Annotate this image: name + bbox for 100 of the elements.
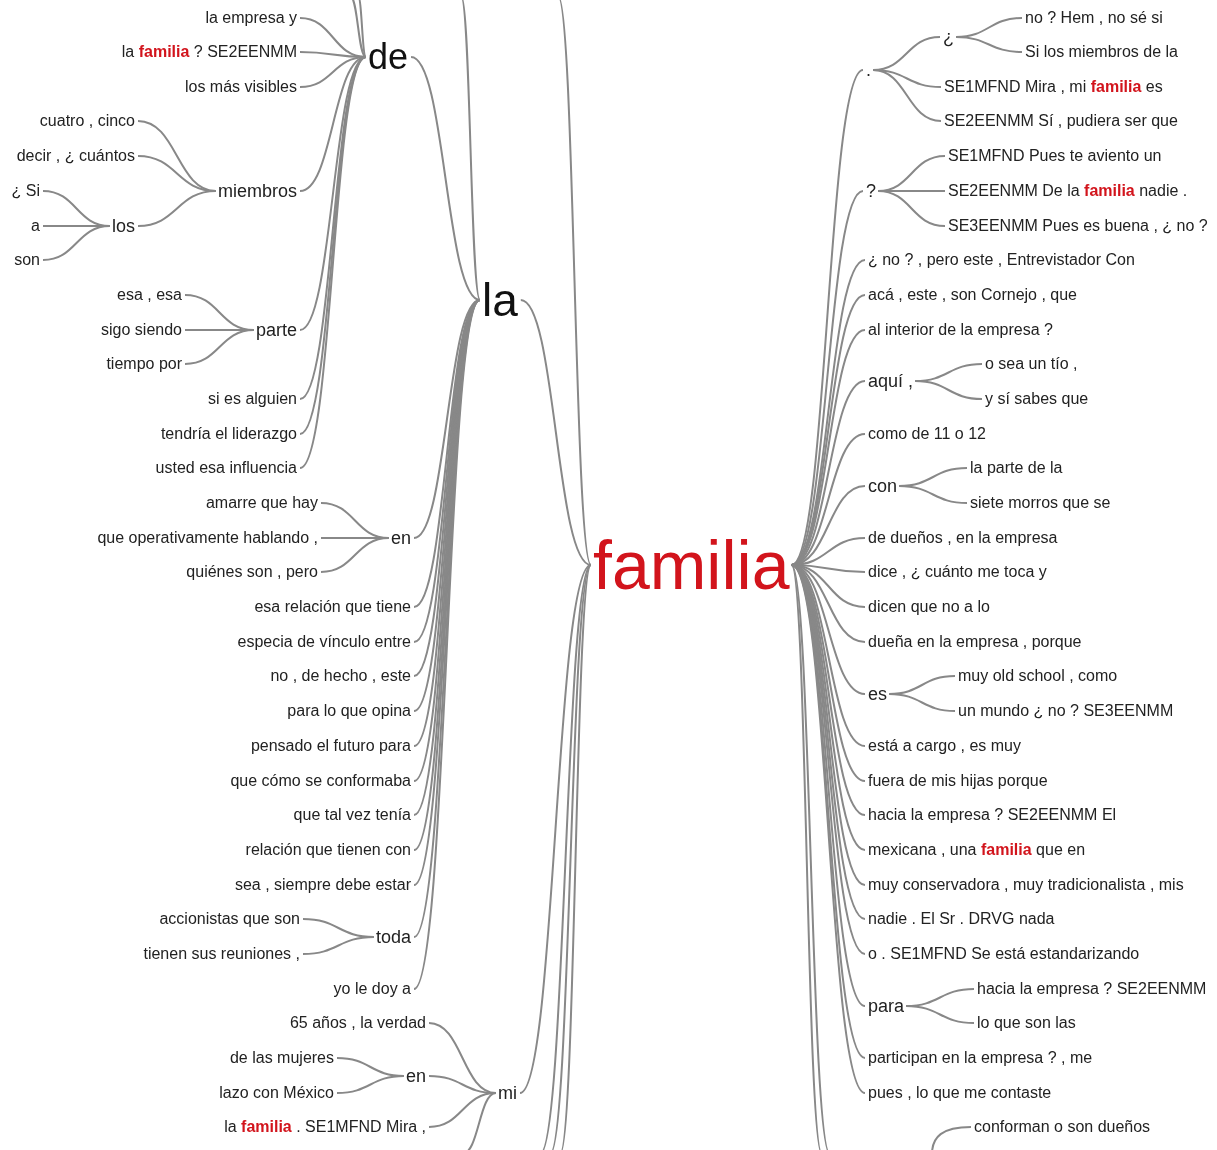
phrase-text: quiénes son , pero xyxy=(186,562,318,582)
phrase-text: si es alguien xyxy=(208,389,297,409)
phrase-text: especia de vínculo entre xyxy=(237,632,411,652)
branch-line xyxy=(877,190,946,227)
branch-line xyxy=(549,564,592,1150)
phrase-text: relación que tienen con xyxy=(245,840,411,860)
phrase-text: SE2EENMM De la familia nadie . xyxy=(948,181,1188,201)
branch-word: para xyxy=(868,995,905,1017)
phrase-text: dicen que no a lo xyxy=(868,597,990,617)
branch-line xyxy=(137,190,217,227)
branch-word: miembros xyxy=(218,180,297,202)
phrase-text: lo que son las xyxy=(977,1013,1076,1033)
branch-word: en xyxy=(390,527,411,549)
branch-line xyxy=(790,564,831,1150)
phrase-text: sigo siendo xyxy=(101,320,182,340)
branch-word: . xyxy=(866,59,871,81)
branch-line xyxy=(559,564,592,1150)
phrase-text: la familia ? SE2EENMM xyxy=(121,42,297,62)
branch-line xyxy=(428,1092,497,1128)
branch-line xyxy=(336,1075,405,1094)
phrase-text: dice , ¿ cuánto me toca y xyxy=(868,562,1047,582)
phrase-text: la familia . SE1MFND Mira , xyxy=(224,1117,426,1137)
phrase-text: tiempo por xyxy=(106,354,182,374)
branch-word: con xyxy=(868,475,898,497)
branch-line xyxy=(914,380,983,400)
phrase-text: accionistas que son xyxy=(159,909,300,929)
phrase-text: fuera de mis hijas porque xyxy=(868,771,1048,791)
branch-line xyxy=(42,225,111,261)
phrase-text: decir , ¿ cuántos xyxy=(16,146,135,166)
phrase-text: amarre que hay xyxy=(205,493,318,513)
phrase-text: lazo con México xyxy=(219,1083,334,1103)
phrase-text: que tal vez tenía xyxy=(293,805,411,825)
phrase-text: 65 años , la verdad xyxy=(289,1013,426,1033)
branch-word: aquí , xyxy=(868,370,914,392)
branch-word: ? xyxy=(866,180,876,202)
branch-word: los xyxy=(112,215,135,237)
phrase-text: no , de hecho , este xyxy=(270,666,411,686)
branch-line xyxy=(357,0,367,58)
phrase-text: está a cargo , es muy xyxy=(868,736,1021,756)
phrase-text: o sea un tío , xyxy=(985,354,1078,374)
phrase-text: tendría el liderazgo xyxy=(160,424,297,444)
branch-line xyxy=(898,485,968,504)
branch-line xyxy=(888,693,956,712)
branch-word: de xyxy=(368,36,409,78)
phrase-text: participan en la empresa ? , me xyxy=(868,1048,1093,1068)
branch-word: toda xyxy=(375,926,411,948)
phrase-text: hacia la empresa ? SE2EENMM xyxy=(977,979,1207,999)
phrase-text: cuatro , cinco xyxy=(39,111,135,131)
phrase-text: o . SE1MFND Se está estandarizando xyxy=(868,944,1140,964)
phrase-text: SE2EENMM Sí , pudiera ser que xyxy=(944,111,1178,131)
phrase-text: los más visibles xyxy=(184,77,297,97)
phrase-text: yo le doy a xyxy=(333,979,411,999)
branch-line xyxy=(460,0,481,301)
phrase-text: pensado el futuro para xyxy=(250,736,411,756)
branch-line xyxy=(955,36,1023,53)
root-word: familia xyxy=(593,525,790,605)
phrase-text: acá , este , son Cornejo , que xyxy=(868,285,1077,305)
phrase-text: como de 11 o 12 xyxy=(868,424,986,444)
phrase-text: de las mujeres xyxy=(229,1048,334,1068)
phrase-text: usted esa influencia xyxy=(155,458,297,478)
branch-word: parte xyxy=(255,319,297,341)
branch-line xyxy=(519,299,592,566)
phrase-text: SE1MFND Mira , mi familia es xyxy=(944,77,1163,97)
branch-line xyxy=(872,69,942,122)
phrase-text: ¿ Si xyxy=(11,181,40,201)
phrase-text: esa relación que tiene xyxy=(254,597,411,617)
phrase-text: Si los miembros de la xyxy=(1025,42,1178,62)
phrase-text: ¿ no ? , pero este , Entrevistador Con xyxy=(868,250,1135,270)
phrase-text: muy old school , como xyxy=(958,666,1118,686)
branch-word: la xyxy=(482,273,518,327)
branch-line xyxy=(320,537,390,573)
phrase-text: dueña en la empresa , porque xyxy=(868,632,1082,652)
branch-word: mi xyxy=(498,1082,517,1104)
branch-line xyxy=(410,56,481,301)
phrase-text: conforman o son dueños xyxy=(974,1117,1151,1137)
phrase-text: esa , esa xyxy=(117,285,182,305)
branch-line xyxy=(349,0,367,58)
phrase-text: que operativamente hablando , xyxy=(97,528,318,548)
phrase-text: y sí sabes que xyxy=(985,389,1089,409)
branch-line xyxy=(905,1005,975,1024)
phrase-text: que cómo se conformaba xyxy=(230,771,411,791)
phrase-text: tienen sus reuniones , xyxy=(143,944,300,964)
branch-word: en xyxy=(405,1065,426,1087)
branch-line xyxy=(519,564,592,1094)
phrase-text: no ? Hem , no sé si xyxy=(1025,8,1163,28)
phrase-text: la parte de la xyxy=(970,458,1063,478)
branch-line xyxy=(302,936,375,955)
phrase-text: SE3EENMM Pues es buena , ¿ no ? xyxy=(948,216,1208,236)
branch-line xyxy=(184,329,255,365)
phrase-text: un mundo ¿ no ? SE3EENMM xyxy=(958,701,1174,721)
phrase-text: siete morros que se xyxy=(970,493,1111,513)
phrase-text: pues , lo que me contaste xyxy=(868,1083,1052,1103)
phrase-text: la empresa y xyxy=(205,8,297,28)
phrase-text: hacia la empresa ? SE2EENMM El xyxy=(868,805,1117,825)
phrase-text: para lo que opina xyxy=(287,701,411,721)
phrase-text: son xyxy=(14,250,40,270)
phrase-text: nadie . El Sr . DRVG nada xyxy=(868,909,1055,929)
phrase-text: a xyxy=(31,216,40,236)
phrase-text: muy conservadora , muy tradicionalista , mis xyxy=(868,875,1184,895)
branch-line xyxy=(557,0,592,566)
